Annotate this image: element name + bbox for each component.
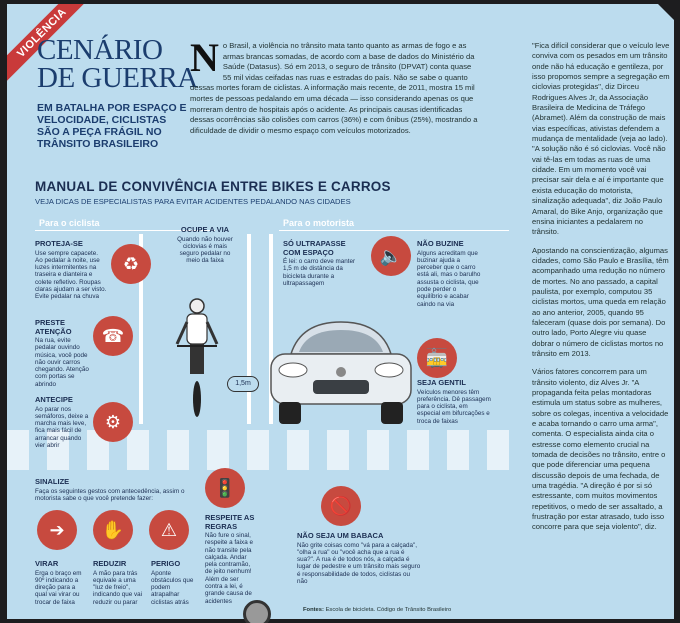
- tip-nao-seja-babaca: NÃO SEJA UM BABACA Não grite coisas como…: [297, 531, 421, 585]
- crosswalk-stripe: [487, 430, 509, 470]
- column-paragraph-1: "Fica difícil considerar que o veículo l…: [532, 41, 670, 237]
- tip-heading: REDUZIR: [93, 559, 127, 568]
- tip-seja-gentil: SEJA GENTIL Veículos menores têm preferê…: [417, 378, 491, 425]
- tip-antecipe: ANTECIPE Ao parar nos semáforos, deixe a…: [35, 395, 93, 449]
- cyclist-illustration: [175, 298, 219, 417]
- lane-line-mid2: [269, 234, 273, 424]
- crosswalk-stripe: [327, 430, 349, 470]
- tip-reduzir: REDUZIR A mão para trás equivale a uma "…: [93, 559, 145, 606]
- tip-text: Erga o braço em 90º indicando a direção …: [35, 569, 82, 606]
- tip-preste-atencao: PRESTE ATENÇÃO Na rua, evite pedalar ouv…: [35, 318, 93, 388]
- tip-text: Ao parar nos semáforos, deixe a marcha m…: [35, 405, 89, 449]
- intro-text: o Brasil, a violência no trânsito mata t…: [190, 41, 478, 135]
- tip-heading: SEJA GENTIL: [417, 378, 466, 387]
- crosswalk-stripe: [367, 430, 389, 470]
- crosswalk-stripe: [7, 430, 29, 470]
- crosswalk-stripe: [247, 430, 269, 470]
- manual-subtitle: VEJA DICAS DE ESPECIALISTAS PARA EVITAR …: [35, 197, 351, 206]
- tip-perigo: PERIGO Aponte obstáculos que podem atrap…: [151, 559, 199, 606]
- title-line-1: CENÁRIO: [37, 34, 163, 66]
- tip-ultrapasse: SÓ ULTRAPASSE COM ESPAÇO É lei: o carro …: [283, 239, 359, 287]
- tip-heading: ANTECIPE: [35, 395, 73, 404]
- section-cyclist: Para o ciclista: [35, 216, 215, 231]
- tip-heading: PERIGO: [151, 559, 181, 568]
- tip-heading: RESPEITE AS REGRAS: [205, 513, 255, 531]
- crosswalk-stripe: [167, 430, 189, 470]
- tip-heading: SÓ ULTRAPASSE COM ESPAÇO: [283, 239, 346, 257]
- column-paragraph-2: Apostando na conscientização, algumas ci…: [532, 245, 669, 358]
- no-horn-icon: 🔈: [371, 236, 411, 276]
- tip-text: Não grite coisas como "vá para a calçada…: [297, 541, 421, 585]
- lane-line-left: [139, 234, 143, 424]
- gear-icon: ⚙: [93, 402, 133, 442]
- page-title: CENÁRIO DE GUERRA: [37, 34, 198, 94]
- page-nav-button[interactable]: [243, 600, 271, 623]
- no-headphones-icon: ☎: [93, 316, 133, 356]
- sources-text: Escola de bicicleta. Código de Trânsito …: [325, 607, 452, 613]
- tip-heading: NÃO SEJA UM BABACA: [297, 531, 384, 540]
- tip-text: Use sempre capacete. Ao pedalar à noite,…: [35, 249, 107, 301]
- tip-heading: SINALIZE: [35, 477, 70, 486]
- tip-text: Alguns acreditam que buzinar ajuda a per…: [417, 249, 481, 308]
- traffic-light-icon: 🚦: [205, 468, 245, 508]
- tip-proteja-se: PROTEJA-SE Use sempre capacete. Ao pedal…: [35, 239, 107, 301]
- tip-text: Aponte obstáculos que podem atrapalhar c…: [151, 569, 194, 606]
- tip-text: Na rua, evite pedalar ouvindo música, vo…: [35, 337, 89, 388]
- sources-label: Fontes:: [303, 607, 324, 613]
- crosswalk-stripe: [47, 430, 69, 470]
- tip-text: Quando não houver ciclovias é mais segur…: [177, 235, 233, 265]
- lane-line-mid: [247, 234, 251, 424]
- tip-text: É lei: o carro deve manter 1,5 m de dist…: [283, 258, 356, 287]
- car-illustration: [270, 321, 412, 424]
- tram-icon: 🚋: [417, 338, 457, 378]
- tip-text: Não fure o sinal, respeite a faixa e não…: [205, 532, 253, 605]
- crosswalk-stripe: [287, 430, 309, 470]
- dropcap: N: [190, 35, 219, 80]
- tip-respeite-regras: RESPEITE AS REGRAS Não fure o sinal, res…: [205, 513, 257, 605]
- distance-label: 1,5m: [227, 376, 259, 392]
- helmet-light-icon: ♻: [111, 244, 151, 284]
- crosswalk-stripe: [127, 430, 149, 470]
- tip-heading: OCUPE A VIA: [180, 225, 230, 234]
- tip-heading: VIRAR: [35, 559, 59, 568]
- turn-signal-icon: ➔: [37, 510, 77, 550]
- title-line-2: DE GUERRA: [37, 62, 198, 94]
- tip-text: Veículos menores têm preferência. Dê pas…: [417, 388, 491, 425]
- tip-text: A mão para trás equivale a uma "luz de f…: [93, 569, 143, 606]
- tip-nao-buzine: NÃO BUZINE Alguns acreditam que buzinar …: [417, 239, 483, 308]
- crosswalk-stripe: [447, 430, 469, 470]
- danger-signal-icon: ⚠: [149, 510, 189, 550]
- tip-heading: NÃO BUZINE: [417, 239, 464, 248]
- page-corner-fold: [658, 4, 674, 20]
- tip-text: Faça os seguintes gestos com antecedênci…: [35, 487, 185, 502]
- crosswalk-stripe: [407, 430, 429, 470]
- magazine-page: VIOLÊNCIA CENÁRIO DE GUERRA EM BATALHA P…: [7, 4, 674, 619]
- page-subtitle: EM BATALHA POR ESPAÇO E VELOCIDADE, CICL…: [37, 102, 187, 150]
- reduce-signal-icon: ✋: [93, 510, 133, 550]
- manual-title: MANUAL DE CONVIVÊNCIA ENTRE BIKES E CARR…: [35, 179, 391, 194]
- section-driver: Para o motorista: [279, 216, 509, 231]
- tip-virar: VIRAR Erga o braço em 90º indicando a di…: [35, 559, 87, 606]
- article-column: "Fica difícil considerar que o veículo l…: [532, 41, 670, 541]
- tip-heading: PROTEJA-SE: [35, 239, 83, 248]
- crosswalk-stripe: [207, 430, 229, 470]
- intro-paragraph: N o Brasil, a violência no trânsito mata…: [190, 35, 480, 136]
- no-shouting-icon: 🚫: [321, 486, 361, 526]
- tip-ocupe-a-via: OCUPE A VIA Quando não houver ciclovias …: [177, 225, 233, 265]
- tip-sinalize: SINALIZE Faça os seguintes gestos com an…: [35, 477, 185, 502]
- column-paragraph-3: Vários fatores concorrem para um trânsit…: [532, 367, 669, 532]
- sources-line: Fontes: Escola de bicicleta. Código de T…: [303, 607, 451, 613]
- tip-heading: PRESTE ATENÇÃO: [35, 318, 72, 336]
